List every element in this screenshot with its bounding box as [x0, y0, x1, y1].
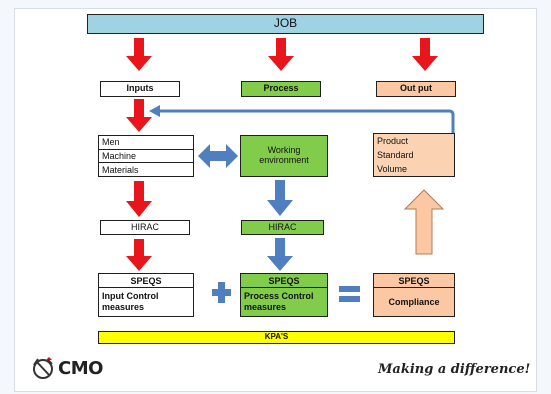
- inputs-label: Inputs: [100, 81, 180, 97]
- output-label: Out put: [376, 81, 456, 97]
- speqs-input-box: SPEQS Input Control measures: [98, 273, 194, 317]
- red-arrow-down-icon: [412, 38, 438, 71]
- equals-icon: [339, 286, 360, 292]
- blue-arrow-down-icon: [267, 180, 293, 216]
- speqs-input-line2: measures: [102, 302, 145, 312]
- blue-arrow-down-icon: [267, 238, 293, 271]
- speqs-process-box: SPEQS Process Control measures: [240, 273, 328, 317]
- inputs-item-materials: Materials: [102, 164, 139, 175]
- cmo-logo: CMO: [30, 356, 103, 380]
- output-list: Product Standard Volume: [373, 133, 455, 177]
- output-item-product: Product: [377, 136, 409, 146]
- speqs-input-body: Input Control measures: [99, 288, 193, 316]
- speqs-process-line1: Process Control: [244, 291, 314, 302]
- speqs-input-line1: Input Control: [102, 291, 159, 302]
- speqs-compliance-body: Compliance: [388, 296, 440, 307]
- inputs-item-men: Men: [99, 136, 193, 150]
- speqs-compliance-box: SPEQS Compliance: [373, 273, 455, 317]
- speqs-process-head: SPEQS: [241, 274, 327, 288]
- inputs-list: Men Machine Materials: [98, 135, 194, 177]
- plus-icon: [212, 282, 231, 303]
- working-environment-line1: Working: [267, 145, 301, 156]
- red-arrow-down-icon: [126, 38, 152, 71]
- red-arrow-down-icon: [126, 239, 152, 271]
- equals-icon: [339, 296, 360, 302]
- red-arrow-down-icon: [126, 181, 152, 217]
- red-arrow-down-icon: [268, 38, 294, 71]
- speqs-process-line2: measures: [244, 302, 287, 312]
- logo-mark-icon: [33, 357, 53, 379]
- logo-text: CMO: [58, 357, 103, 379]
- inputs-item-machine: Machine: [99, 150, 193, 164]
- feedback-arrowhead-icon: [149, 105, 160, 117]
- hirac-left: HIRAC: [100, 220, 190, 235]
- peach-arrow-up-icon: [403, 189, 445, 255]
- speqs-input-head: SPEQS: [99, 274, 193, 288]
- job-banner: JOB: [87, 14, 484, 34]
- working-environment-box: Working environment: [240, 135, 328, 177]
- tagline: Making a difference!: [378, 362, 531, 377]
- hirac-middle: HIRAC: [241, 220, 324, 235]
- speqs-process-body: Process Control measures: [241, 288, 327, 316]
- output-item-standard: Standard: [377, 150, 414, 160]
- output-item-volume: Volume: [377, 164, 408, 174]
- speqs-compliance-head: SPEQS: [374, 274, 454, 288]
- red-arrow-down-icon: [126, 99, 152, 132]
- feedback-loop-arrow-icon: [160, 109, 455, 133]
- process-label: Process: [241, 81, 321, 97]
- working-environment-line2: environment: [259, 155, 309, 165]
- kpa-bar: KPA'S: [98, 331, 455, 344]
- double-arrow-icon: [198, 144, 238, 168]
